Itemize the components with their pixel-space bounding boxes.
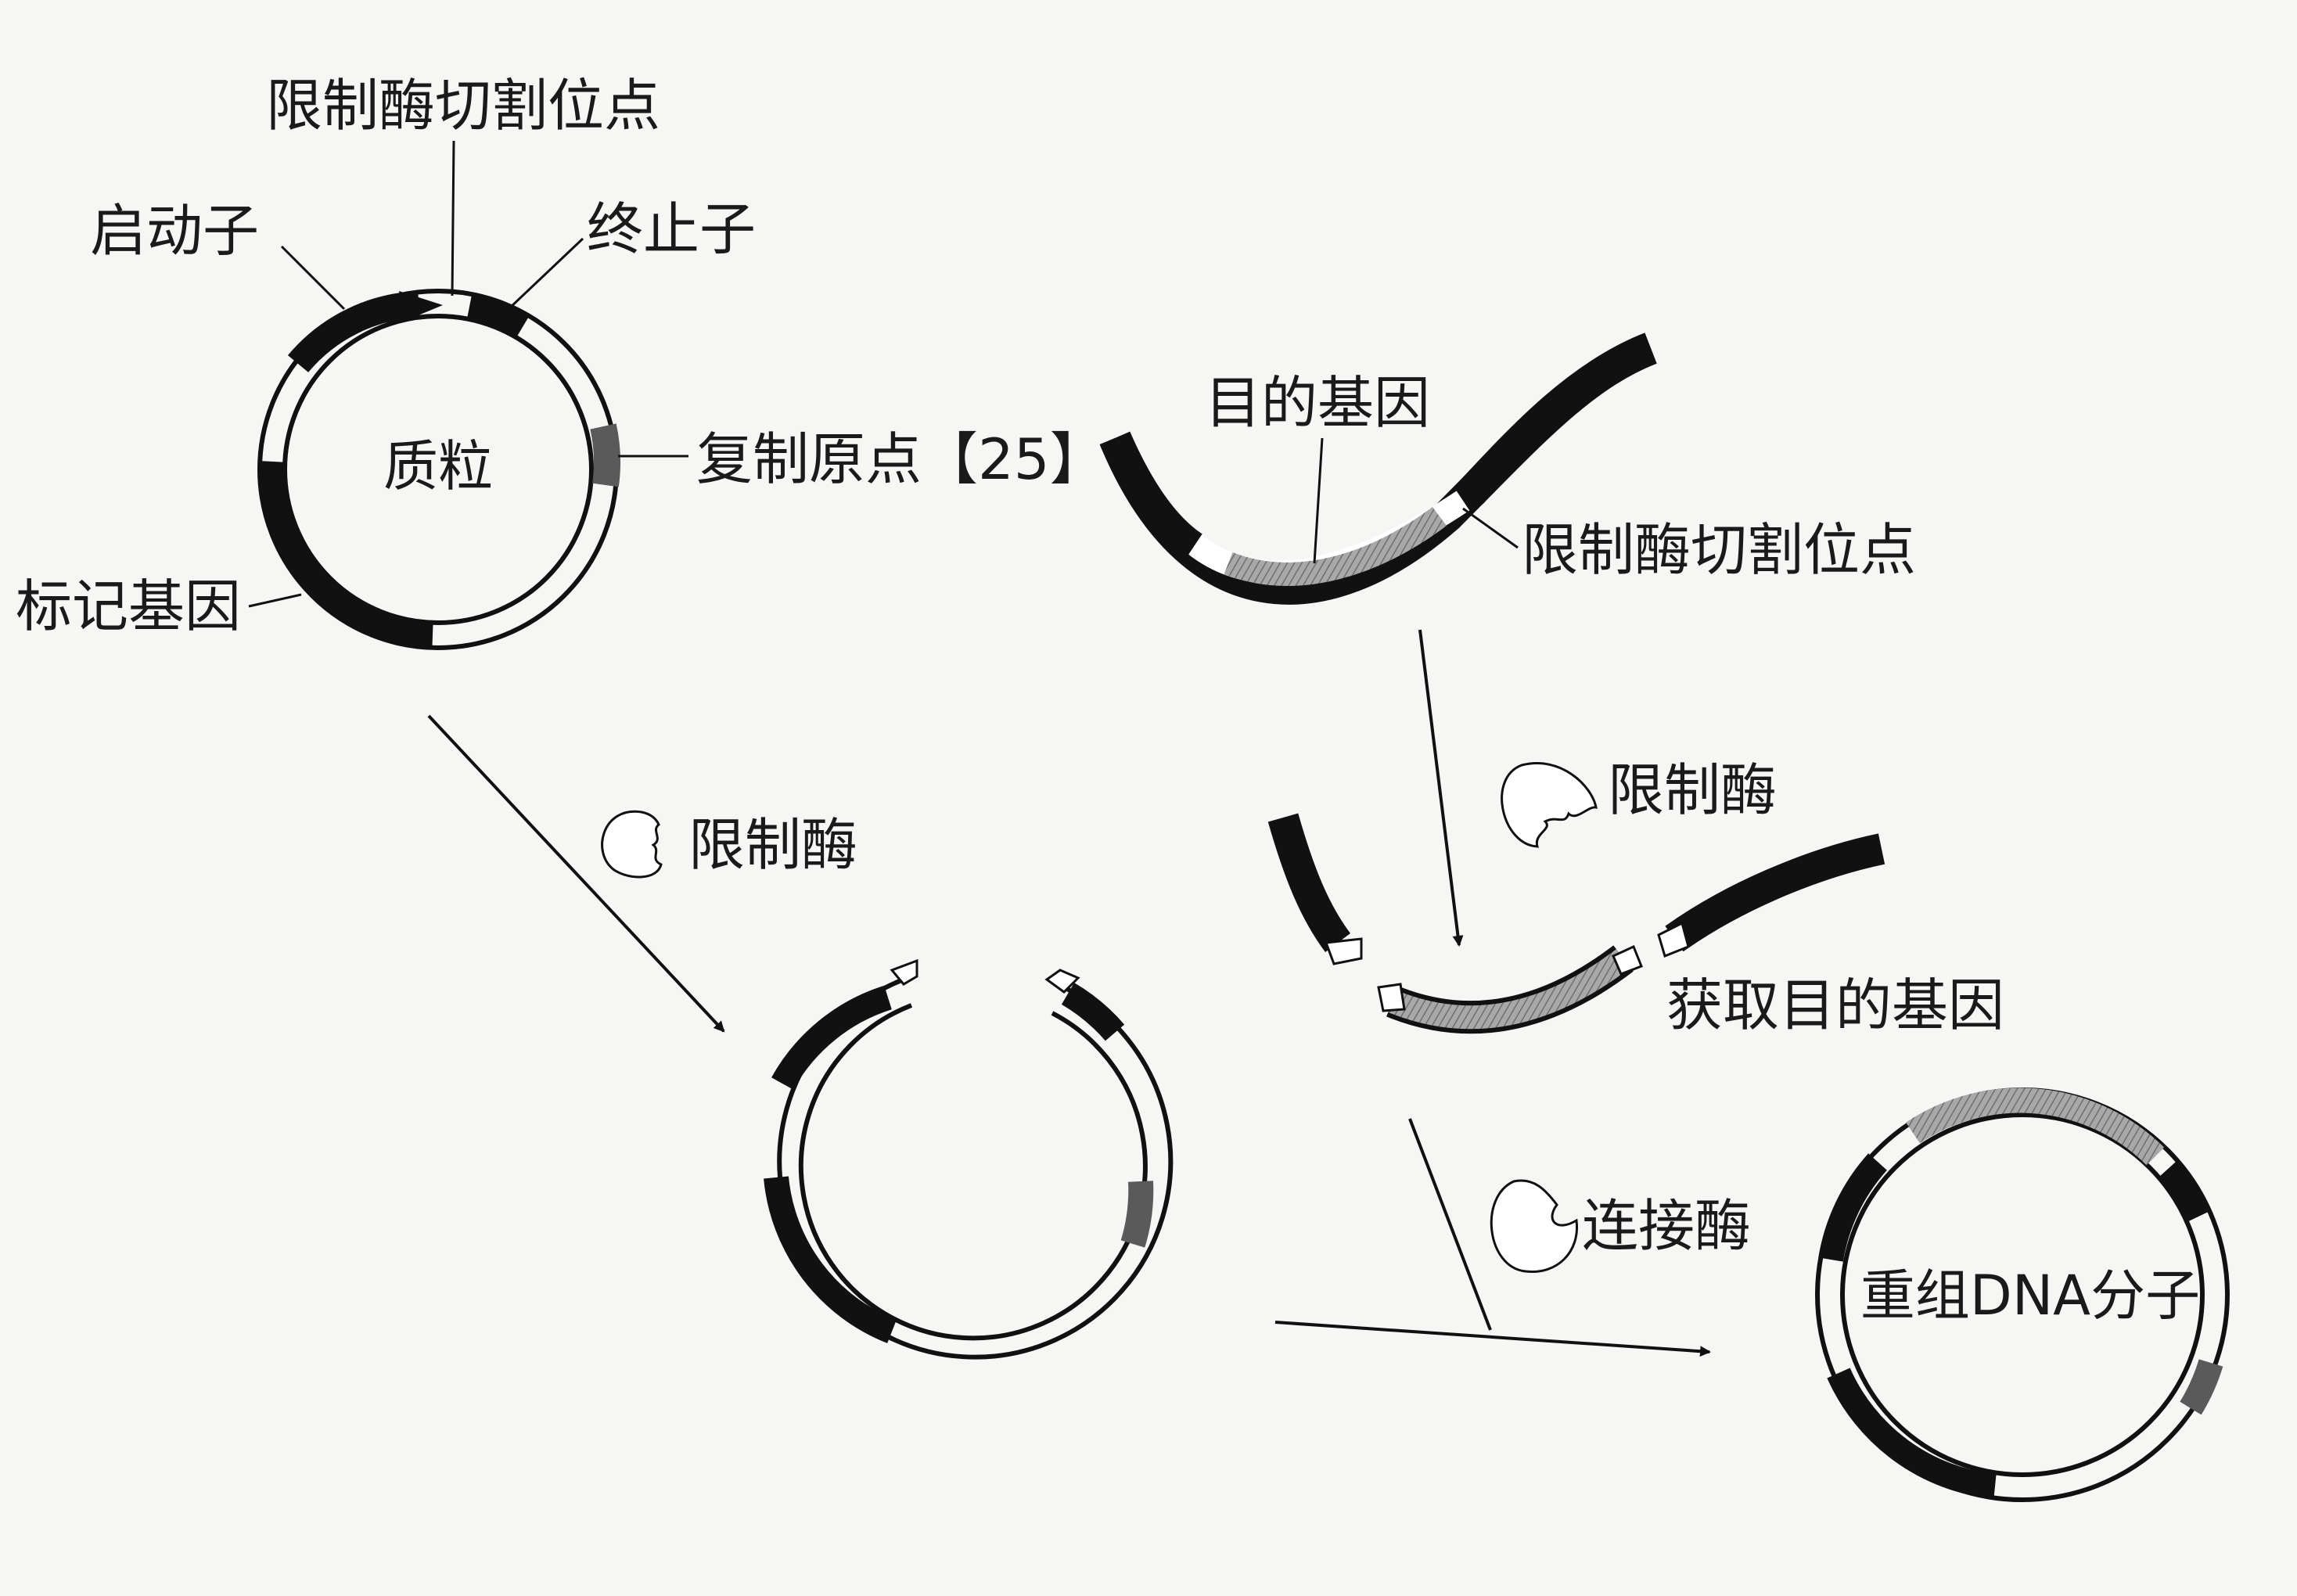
promoter-label: 启动子	[90, 198, 259, 264]
marker-gene-leader	[248, 593, 302, 608]
cut-site-right-leader	[1462, 507, 1519, 549]
restriction-enzyme-left-icon	[601, 810, 663, 879]
left-arrow	[427, 714, 725, 1033]
donor-dna-left-end	[1099, 431, 1203, 562]
plasmid-label: 质粒	[383, 434, 493, 498]
promoter-arrow-icon	[399, 291, 443, 321]
recombinant-dna: 重组DNA分子	[1815, 1087, 2230, 1502]
recombinant-ring-inner	[1840, 1113, 2205, 1477]
fragment-right-sticky-end-icon	[1657, 921, 1690, 958]
donor-dna	[1099, 332, 1657, 605]
target-gene-fragment-fill	[1388, 949, 1631, 1030]
cut-donor-fragments: 获取目的基因	[1267, 813, 2004, 1038]
target-gene-leader	[1313, 437, 1324, 564]
ligase-label: 连接酶	[1582, 1193, 1751, 1259]
left-restriction-step: 限制酶	[427, 714, 857, 1033]
cut-plasmid-origin	[1120, 1181, 1154, 1248]
origin-segment	[590, 423, 620, 487]
terminator-leader	[507, 237, 584, 311]
terminator-label: 终止子	[587, 196, 756, 262]
cut-plasmid-ring-inner	[798, 1003, 1148, 1341]
fragment-gene-sticky-right-icon	[1612, 944, 1643, 976]
cut-plasmid-black-terminator	[1061, 983, 1125, 1041]
cut-end-left-icon	[890, 958, 918, 986]
ligation-step: 连接酶	[1274, 1118, 1751, 1357]
plasmid: 质粒	[257, 289, 620, 650]
recombinant-black-right-top	[2157, 1161, 2210, 1223]
cut-site-right-label: 限制酶切割位点	[1522, 517, 1916, 583]
recombinant-origin-segment	[2180, 1359, 2223, 1415]
donor-dna-right-end	[1458, 332, 1657, 505]
recombinant-target-gene-segment	[1906, 1087, 2165, 1166]
get-target-gene-label: 获取目的基因	[1666, 972, 2004, 1038]
right-restriction-step: 限制酶	[1418, 629, 1777, 947]
enzyme-right-label: 限制酶	[1608, 757, 1777, 823]
origin-label: 复制原点【25】	[696, 426, 1106, 492]
donor-annotations: 目的基因 限制酶切割位点	[1205, 370, 1916, 583]
cut-site-top-label: 限制酶切割位点	[266, 73, 660, 138]
promoter-segment	[287, 291, 420, 373]
right-down-arrow	[1418, 629, 1464, 947]
cut-plasmid-black-top	[771, 985, 893, 1091]
fragment-gene-sticky-left-icon	[1377, 983, 1406, 1012]
restriction-enzyme-right-icon	[1501, 762, 1598, 848]
recombinant-marker-segment	[1827, 1368, 1997, 1499]
cut-plasmid	[764, 958, 1174, 1360]
fragment-right-end	[1665, 833, 1885, 952]
ligation-horizontal-arrow	[1274, 1321, 1711, 1357]
target-gene-segment	[1224, 506, 1447, 586]
enzyme-left-label: 限制酶	[688, 812, 857, 878]
promoter-leader	[280, 245, 346, 311]
ligation-merge-line	[1408, 1118, 1492, 1331]
recombinant-black-left-top	[1818, 1153, 1888, 1262]
marker-gene-label: 标记基因	[16, 573, 241, 639]
cut-end-right-icon	[1044, 969, 1080, 994]
terminator-segment	[466, 293, 530, 339]
cut-plasmid-black-marker	[764, 1176, 897, 1343]
ligase-icon	[1490, 1179, 1579, 1274]
cut-site-top-leader	[451, 140, 455, 297]
target-gene-label: 目的基因	[1205, 370, 1430, 436]
cut-plasmid-ring	[777, 976, 1174, 1360]
fragment-left-end	[1267, 813, 1351, 952]
plasmid-annotations: 限制酶切割位点 启动子 终止子 复制原点【25】 标记基因	[16, 73, 1106, 639]
fragment-left-sticky-end-icon	[1324, 937, 1363, 965]
marker-gene-segment	[259, 461, 433, 649]
recombinant-label: 重组DNA分子	[1860, 1264, 2200, 1328]
